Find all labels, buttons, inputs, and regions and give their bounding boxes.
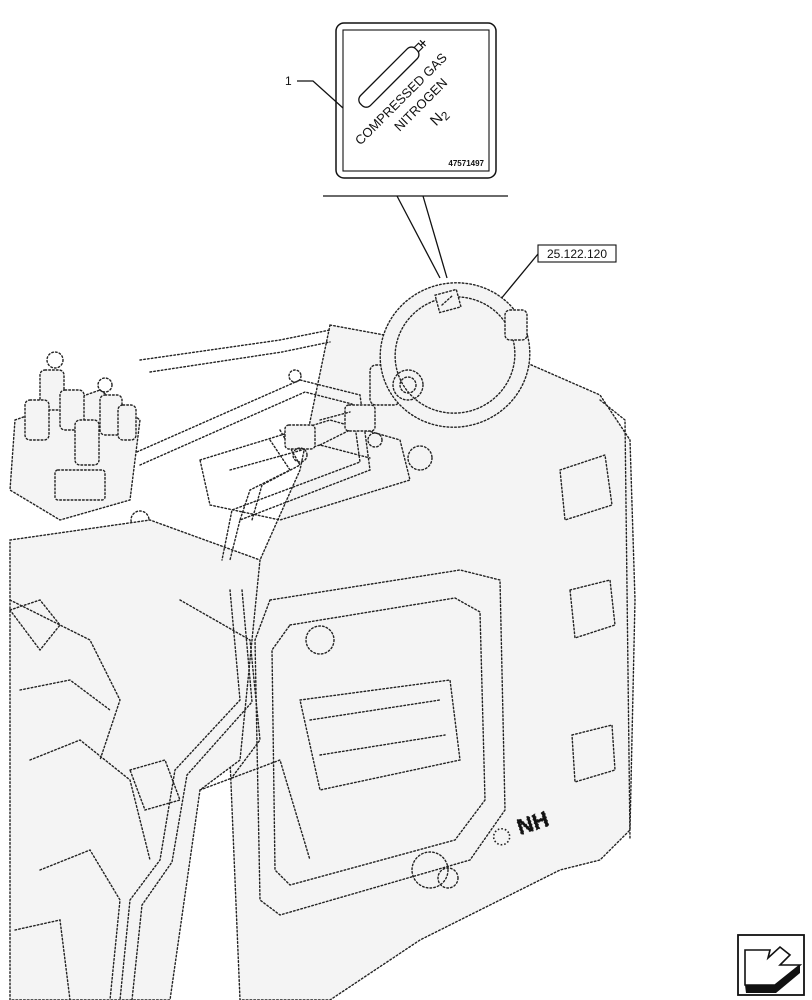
solenoid-valve (24, 351, 137, 501)
detail-pointer (323, 195, 508, 279)
transmission-housing (8, 324, 636, 1000)
gas-cylinder-icon (358, 39, 427, 108)
nitrogen-accumulator (379, 282, 531, 428)
callout-1-label: 1 (285, 74, 292, 88)
valve-block (9, 351, 141, 521)
reference-label: 25.122.120 (547, 247, 607, 261)
decal-label: COMPRESSED GAS NITROGEN N2 47571497 (335, 22, 497, 179)
next-page-arrow-icon[interactable] (737, 934, 805, 996)
reference-callout: 25.122.120 (499, 244, 617, 301)
callout-1: 1 (285, 74, 344, 109)
decal-part-number: 47571497 (448, 159, 484, 168)
